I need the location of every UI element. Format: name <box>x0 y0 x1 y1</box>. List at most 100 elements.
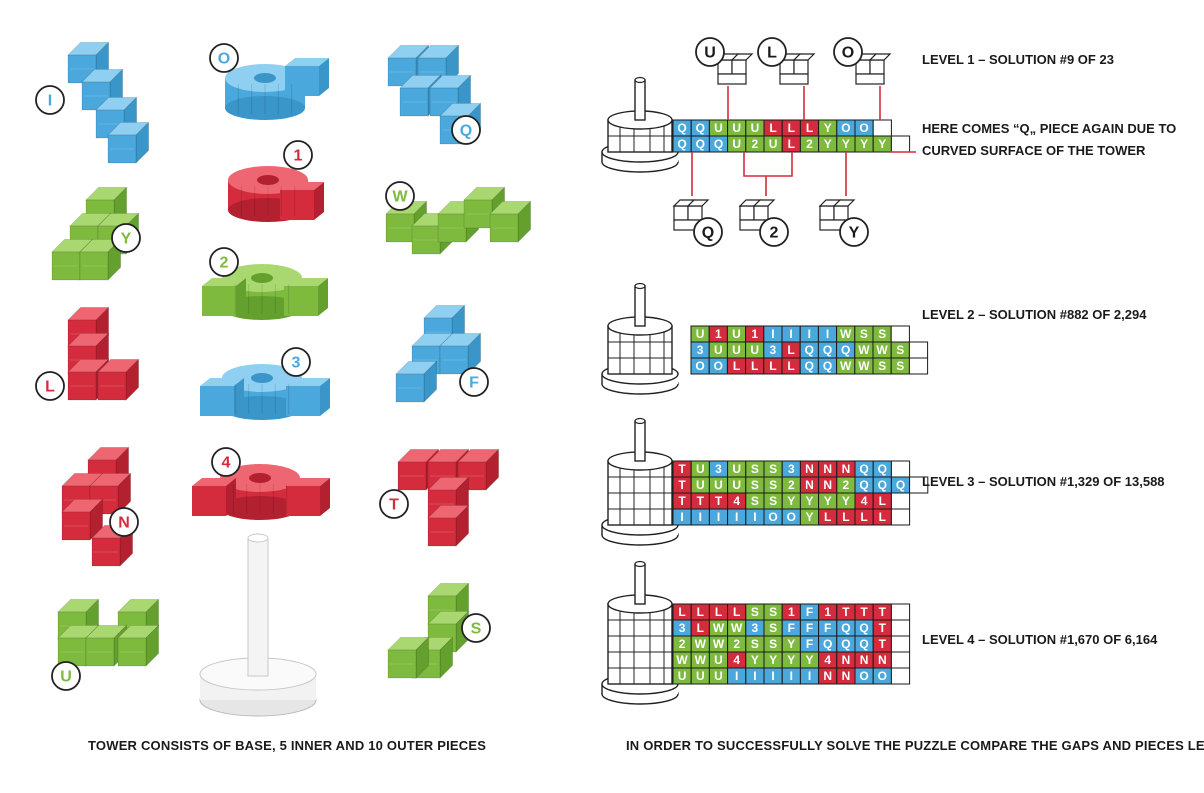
grid-cell: U <box>672 667 692 685</box>
grid-cell: O <box>690 357 710 375</box>
grid-cell: 3 <box>708 460 729 478</box>
grid-cell: S <box>890 357 910 375</box>
svg-text:F: F <box>824 621 831 635</box>
svg-text:Y: Y <box>805 653 813 667</box>
grid-cell: O <box>763 508 783 526</box>
grid-cell: W <box>672 651 692 669</box>
svg-text:W: W <box>695 637 707 651</box>
grid-cell: O <box>872 667 892 685</box>
gap-cell <box>909 476 929 494</box>
grid-cell: Q <box>890 476 911 494</box>
level3-title: LEVEL 3 – SOLUTION #1,329 OF 13,588 <box>922 474 1165 489</box>
grid-cell: O <box>836 119 856 137</box>
svg-text:Q: Q <box>841 621 850 635</box>
piece-n: N <box>61 446 139 567</box>
grid-cell: N <box>836 651 856 669</box>
grid-cell: L <box>727 603 747 621</box>
piece-label-f: F <box>459 367 489 397</box>
gap-cell <box>872 119 892 137</box>
svg-text:Y: Y <box>787 653 795 667</box>
svg-text:Q: Q <box>878 462 887 476</box>
svg-text:1: 1 <box>824 605 831 619</box>
gap-cell <box>890 651 911 669</box>
gap-cell <box>890 460 911 478</box>
grid-cell: T <box>872 635 892 653</box>
grid-cell: U <box>726 325 747 343</box>
svg-text:W: W <box>876 343 888 357</box>
grid-cell: Q <box>690 135 710 153</box>
grid-cell: S <box>872 325 892 343</box>
grid-cell: 3 <box>781 460 801 478</box>
grid-cell: U <box>708 651 729 669</box>
piece-2: 2 <box>202 247 328 320</box>
grid-cell: I <box>708 508 729 526</box>
grid-cell: Q <box>818 635 838 653</box>
grid-cell: 3 <box>763 341 783 359</box>
grid-cell: U <box>708 341 728 359</box>
grid-cell: L <box>781 357 801 375</box>
svg-text:N: N <box>805 462 814 476</box>
gap-cell <box>890 135 911 153</box>
svg-text:I: I <box>789 327 792 341</box>
level1-callout-l: L <box>757 37 816 120</box>
grid-cell: N <box>818 476 838 494</box>
grid-cell: T <box>872 603 892 621</box>
piece-y: Y <box>51 186 141 281</box>
grid-cell: T <box>672 476 692 494</box>
svg-text:W: W <box>713 621 725 635</box>
grid-cell: S <box>763 635 783 653</box>
callout-label-l: L <box>757 37 787 67</box>
svg-text:2: 2 <box>806 137 813 151</box>
grid-cell: Y <box>818 135 838 153</box>
svg-text:S: S <box>896 359 904 373</box>
grid-cell: 3 <box>745 619 765 637</box>
grid-cell: S <box>745 460 765 478</box>
grid-cell: U <box>763 135 783 153</box>
callout-label-o: O <box>833 37 863 67</box>
level1-note-line1: HERE COMES “Q„ PIECE AGAIN DUE TO <box>922 121 1177 136</box>
grid-cell: U <box>690 325 710 343</box>
svg-text:N: N <box>823 478 832 492</box>
svg-text:L: L <box>733 605 740 619</box>
svg-text:F: F <box>806 637 813 651</box>
grid-cell: F <box>799 635 820 653</box>
svg-text:F: F <box>469 375 479 392</box>
svg-text:L: L <box>860 510 867 524</box>
grid-cell: S <box>763 619 783 637</box>
svg-text:Y: Y <box>805 494 813 508</box>
svg-text:U: U <box>751 121 760 135</box>
grid-cell: L <box>781 135 801 153</box>
svg-text:U: U <box>732 462 741 476</box>
svg-text:O: O <box>695 359 704 373</box>
grid-cell: Q <box>836 341 856 359</box>
grid-cell: I <box>690 508 710 526</box>
grid-cell: O <box>781 508 801 526</box>
piece-label-2: 2 <box>209 247 239 277</box>
svg-text:I: I <box>771 327 774 341</box>
grid-cell: N <box>799 460 820 478</box>
svg-text:I: I <box>826 327 829 341</box>
svg-text:Q: Q <box>805 343 814 357</box>
svg-text:O: O <box>841 121 850 135</box>
svg-text:I: I <box>790 669 793 683</box>
svg-text:1: 1 <box>294 148 303 165</box>
grid-cell: U <box>727 119 747 137</box>
svg-text:3: 3 <box>292 355 301 372</box>
grid-cell: L <box>872 492 892 510</box>
grid-cell: F <box>781 619 801 637</box>
svg-text:T: T <box>860 605 868 619</box>
piece-u: U <box>51 598 160 691</box>
grid-cell: O <box>854 667 874 685</box>
level1-callout-o: O <box>833 37 892 120</box>
left-caption: TOWER CONSISTS OF BASE, 5 INNER AND 10 O… <box>88 738 487 753</box>
svg-text:Q: Q <box>702 225 714 242</box>
svg-text:2: 2 <box>679 637 686 651</box>
svg-text:S: S <box>751 637 759 651</box>
grid-cell: I <box>745 667 765 685</box>
svg-text:S: S <box>751 478 759 492</box>
svg-text:F: F <box>788 621 795 635</box>
